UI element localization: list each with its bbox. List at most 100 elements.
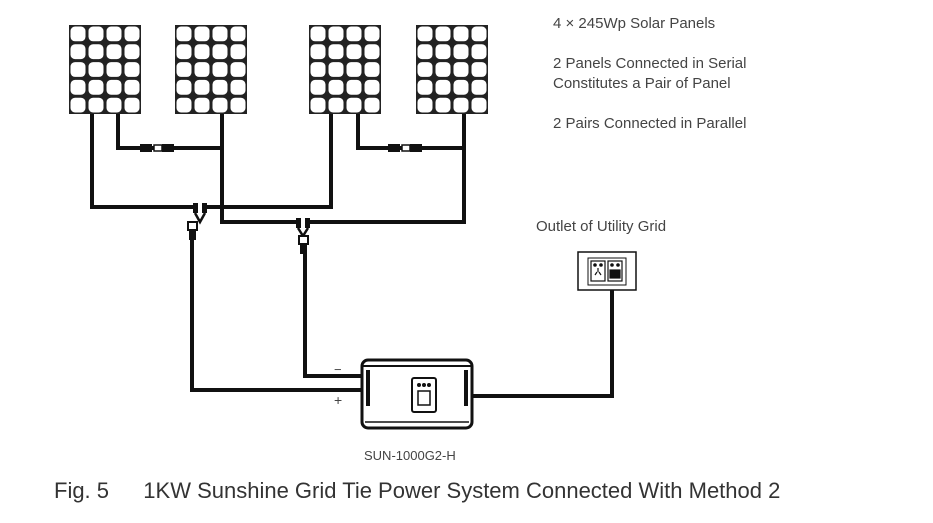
socket-left-icon [590,260,606,282]
solar-cell [310,62,326,77]
solar-cell [364,97,380,113]
solar-cell [346,44,362,60]
solar-cell [328,44,344,60]
solar-cell [364,44,380,60]
solar-cell [230,62,246,77]
figure-caption: Fig. 5 1KW Sunshine Grid Tie Power Syste… [54,478,780,504]
solar-cell [453,97,469,113]
solar-cell [346,26,362,42]
solar-cell [435,44,451,60]
solar-cell [328,26,344,42]
solar-cell [124,97,140,113]
branch-connector-positive [187,203,207,240]
solar-cell [212,26,228,42]
solar-cell [435,62,451,77]
solar-cell [328,79,344,95]
solar-cell [106,97,122,113]
solar-cell [70,44,86,60]
solar-cell [176,44,192,60]
note-serial-connection: 2 Panels Connected in Serial [553,55,747,72]
solar-cell [176,97,192,113]
solar-cell [471,26,487,42]
solar-cell [471,97,487,113]
solar-cell [194,79,210,95]
solar-cell [230,26,246,42]
negative-terminal-label: − [334,362,342,377]
negative-feeder-a [220,148,300,224]
figure-number: Fig. 5 [54,478,110,503]
positive-terminal-label: + [334,392,343,408]
solar-cell [212,97,228,113]
solar-cell [176,26,192,42]
solar-cell [88,79,104,95]
solar-cell [417,62,433,77]
solar-cell [453,62,469,77]
inverter-model-label: SUN-1000G2-H [364,448,456,463]
solar-cell [310,26,326,42]
solar-cell [194,97,210,113]
series-connector-a [140,144,174,152]
note-pair-definition: Constitutes a Pair of Panel [553,75,731,92]
solar-cell [310,79,326,95]
solar-cell [88,44,104,60]
solar-cell [176,79,192,95]
figure-title: 1KW Sunshine Grid Tie Power System Conne… [143,478,781,503]
inverter [360,358,474,430]
solar-cell [88,62,104,77]
solar-cell [471,44,487,60]
inverter-display-panel [411,377,437,413]
negative-trunk [303,238,362,378]
positive-feeder-a [90,114,196,209]
series-cable-pair-b [356,114,466,150]
solar-cell [417,44,433,60]
solar-cell [328,97,344,113]
solar-cell [471,62,487,77]
solar-cell [417,26,433,42]
solar-cell [212,79,228,95]
note-panel-count: 4 × 245Wp Solar Panels [553,15,716,32]
negative-feeder-b [308,114,466,224]
solar-cell [124,26,140,42]
solar-cell [346,97,362,113]
positive-trunk [190,225,362,392]
solar-cell [194,62,210,77]
solar-cell [194,44,210,60]
ac-cable [472,286,614,398]
solar-cell [212,62,228,77]
solar-cell [88,97,104,113]
solar-cell [194,26,210,42]
solar-cell [346,79,362,95]
solar-cell [453,79,469,95]
solar-cell [471,79,487,95]
solar-cell [106,26,122,42]
solar-cell [453,26,469,42]
solar-panel [69,25,141,114]
solar-cell [124,44,140,60]
solar-cell [124,62,140,77]
note-parallel-connection: 2 Pairs Connected in Parallel [553,115,747,132]
solar-cell [328,62,344,77]
solar-cell [435,26,451,42]
solar-cell [346,62,362,77]
solar-cell [212,44,228,60]
branch-connector-negative [296,218,310,254]
socket-right-icon [607,260,623,282]
solar-cell [70,79,86,95]
solar-panel [175,25,247,114]
solar-cell [417,97,433,113]
outlet-label: Outlet of Utility Grid [536,218,667,235]
solar-cell [435,97,451,113]
solar-cell [106,62,122,77]
solar-cell [310,44,326,60]
solar-cell [70,26,86,42]
solar-cell [435,79,451,95]
solar-cell [124,79,140,95]
series-connector-b [388,144,422,152]
solar-cell [453,44,469,60]
solar-cell [106,44,122,60]
solar-cell [364,79,380,95]
solar-cell [176,62,192,77]
positive-feeder-b [205,114,333,209]
solar-cell [230,97,246,113]
